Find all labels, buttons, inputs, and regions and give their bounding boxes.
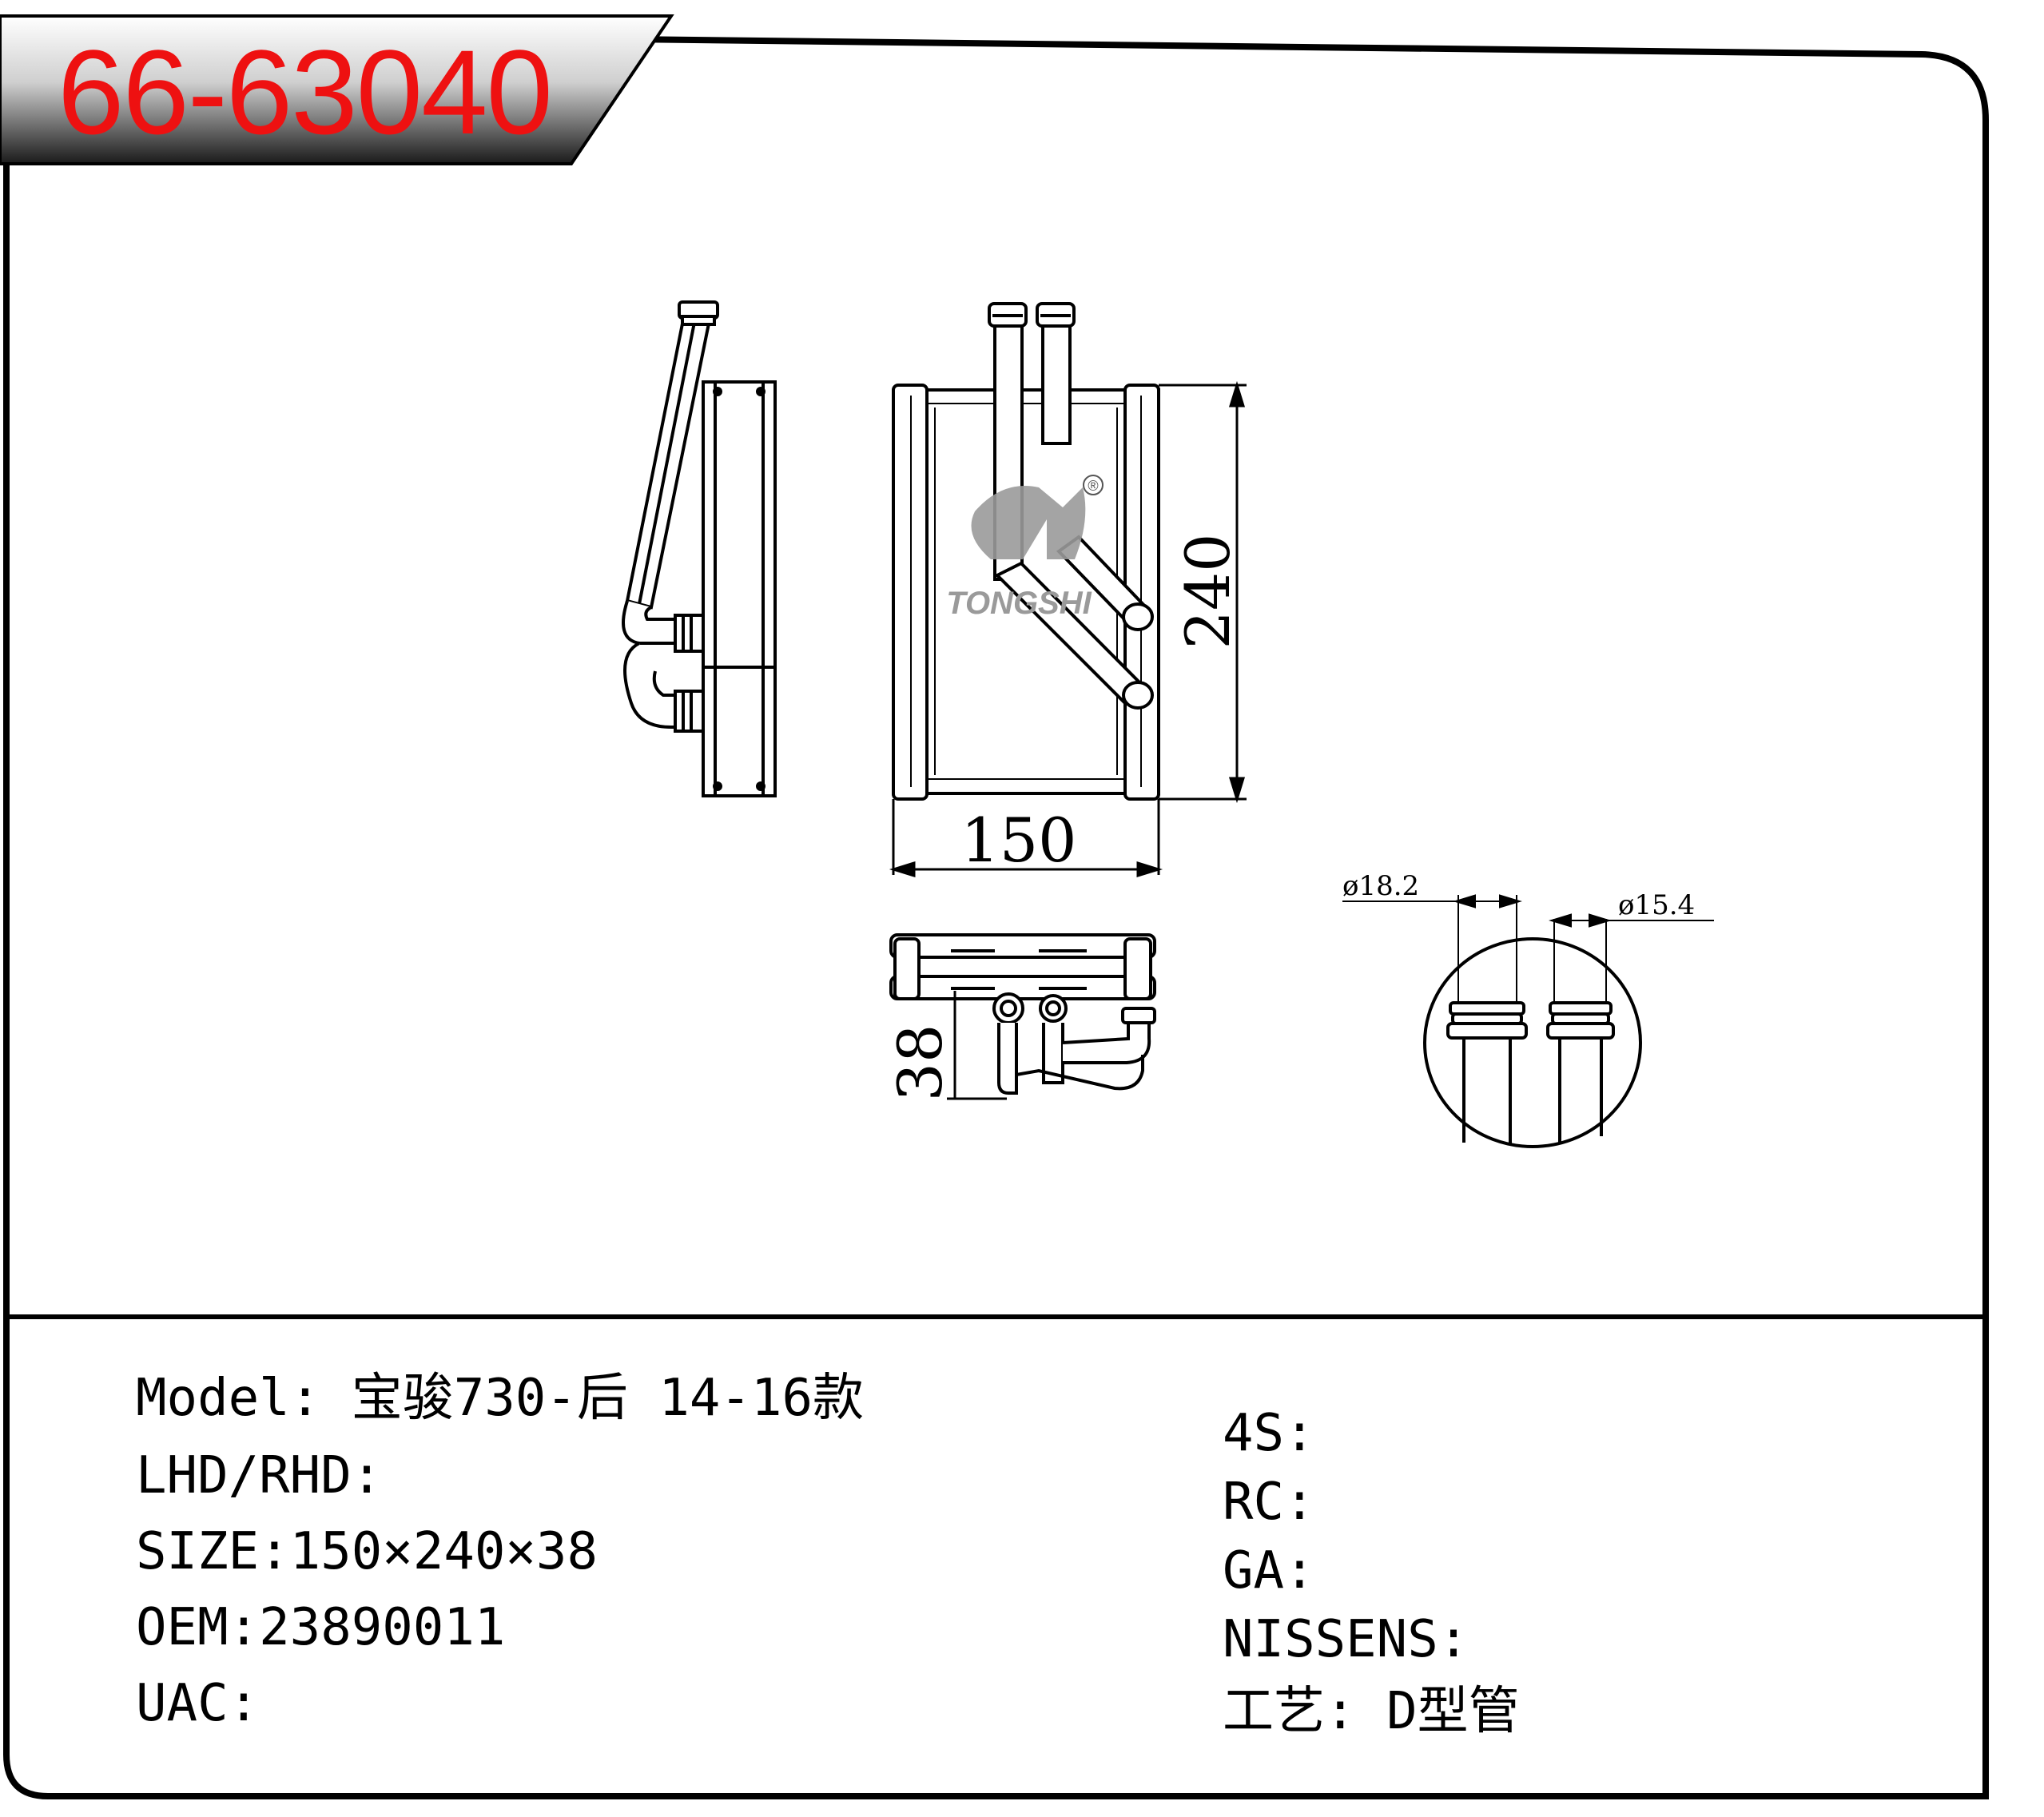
spec-ga-label: GA: — [1223, 1541, 1315, 1600]
spec-process-label: 工艺: — [1223, 1682, 1356, 1741]
dim-pipe-large-label: ø18.2 — [1342, 870, 1419, 902]
logo-text: TONGSHI — [946, 586, 1092, 621]
spec-ga: GA: — [1223, 1545, 1315, 1596]
pipe-detail-drawing — [1342, 894, 1714, 1148]
spec-oem: OEM:23890011 — [136, 1602, 505, 1653]
width-dimension — [889, 799, 1163, 878]
spec-uac: UAC: — [136, 1678, 259, 1729]
spec-nissens-label: NISSENS: — [1223, 1610, 1469, 1669]
registered-mark: ® — [1088, 478, 1098, 494]
height-dimension — [1159, 380, 1247, 804]
registered-mark-icon — [1083, 475, 1104, 495]
spec-size-value: 150×240×38 — [289, 1522, 598, 1581]
tongshi-logo — [971, 475, 1104, 559]
dim-depth-label: 38 — [885, 1024, 956, 1102]
spec-uac-label: UAC: — [136, 1674, 260, 1733]
spec-nissens: NISSENS: — [1223, 1614, 1469, 1665]
spec-rc-label: RC: — [1223, 1473, 1315, 1532]
spec-process: 工艺: D型管 — [1223, 1686, 1520, 1737]
depth-dimension — [947, 991, 1007, 1100]
spec-oem-value: 23890011 — [259, 1598, 506, 1657]
dim-pipe-small-label: ø15.4 — [1618, 889, 1695, 921]
spec-lhd-rhd-label: LHD/RHD: — [136, 1446, 383, 1505]
spec-size: SIZE:150×240×38 — [136, 1526, 598, 1577]
spec-rc: RC: — [1223, 1477, 1315, 1528]
spec-4s-label: 4S: — [1223, 1404, 1315, 1463]
spec-lhd-rhd: LHD/RHD: — [136, 1450, 382, 1501]
spec-model-label: Model: — [136, 1369, 321, 1428]
side-view-drawing — [622, 300, 777, 797]
spec-model: Model: 宝骏730-后 14-16款 — [136, 1373, 864, 1424]
spec-oem-label: OEM: — [136, 1598, 260, 1657]
dim-width-label: 150 — [960, 805, 1076, 876]
outer-frame — [3, 28, 1989, 1799]
part-number: 66-63040 — [58, 25, 553, 159]
spec-4s: 4S: — [1223, 1408, 1315, 1459]
spec-process-value: D型管 — [1355, 1682, 1520, 1741]
dim-height-label: 240 — [1172, 533, 1243, 649]
top-view-drawing — [889, 933, 1156, 1095]
spec-size-label: SIZE: — [136, 1522, 290, 1581]
part-number-banner — [0, 14, 674, 165]
spec-model-value: 宝骏730-后 14-16款 — [320, 1369, 865, 1428]
front-view-drawing — [892, 302, 1160, 801]
